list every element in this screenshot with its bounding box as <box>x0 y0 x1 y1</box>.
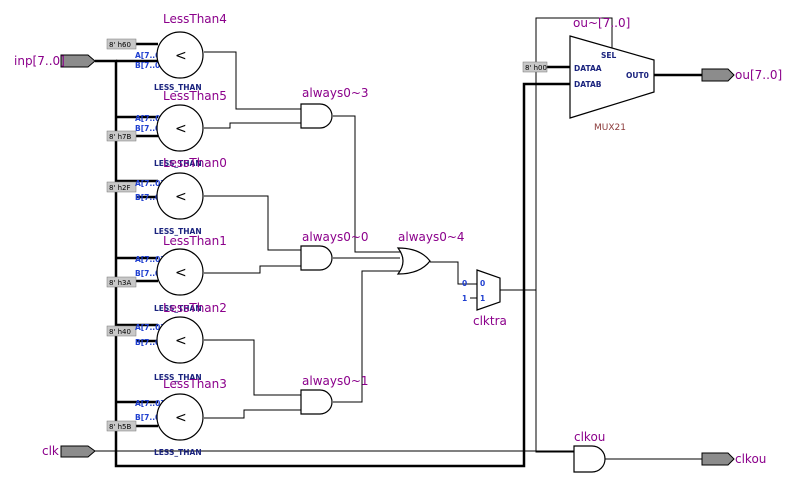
port-clkou[interactable]: clkou <box>701 452 766 466</box>
clktra-pin-0: 0 <box>480 279 485 288</box>
mux21-ou[interactable]: ou~[7..0] 8' h00 SEL DATAA DATAB OUT0 MU… <box>522 16 655 133</box>
less-than-symbol: < <box>175 410 187 426</box>
gate-label: always0~3 <box>302 86 369 100</box>
port-clk-label: clk <box>42 444 59 458</box>
less-than-symbol: < <box>175 189 187 205</box>
less-than-symbol: < <box>175 121 187 137</box>
input-bus <box>95 42 702 468</box>
gate-label: always0~0 <box>302 230 369 244</box>
less-than-symbol: < <box>175 48 187 64</box>
port-ou-label: ou[7..0] <box>735 68 782 82</box>
comparator-name: LessThan3 <box>163 377 227 391</box>
mux-datab-label: DATAB <box>574 80 602 89</box>
port-b-label: B[7..0] <box>135 413 164 422</box>
port-ou[interactable]: ou[7..0] <box>701 68 782 82</box>
port-clkou-label: clkou <box>735 452 766 466</box>
clktra-input-1: 1 <box>462 294 467 303</box>
less-than-symbol: < <box>175 333 187 349</box>
comparator-type: LESS_THAN <box>154 304 202 313</box>
wires <box>95 17 702 460</box>
constant-label: 8' h5B <box>109 423 131 431</box>
and-gate-clkou[interactable]: clkou <box>573 430 606 473</box>
constant-label: 8' h60 <box>109 41 131 49</box>
comparator-type: LESS_THAN <box>154 83 202 92</box>
constant-label: 8' h7B <box>109 133 131 141</box>
comparator-lessthan0[interactable]: LessThan0 8' h2F A[7..0] B[7..0] < LESS_… <box>106 156 227 236</box>
port-a-label: A[7..0] <box>135 399 164 408</box>
comparator-name: LessThan2 <box>163 301 227 315</box>
and-gate-always0-1[interactable]: always0~1 <box>300 374 369 415</box>
port-a-label: A[7..0] <box>135 51 164 60</box>
port-inp[interactable]: inp[7..0] <box>14 54 96 68</box>
mux-constant-label: 8' h00 <box>525 64 547 72</box>
comparator-name: LessThan1 <box>163 234 227 248</box>
and-gate-always0-3[interactable]: always0~3 <box>300 86 369 129</box>
port-a-label: A[7..0] <box>135 114 164 123</box>
comparator-type: LESS_THAN <box>154 448 202 457</box>
clktra-pin-1: 1 <box>480 294 485 303</box>
port-b-label: B[7..0] <box>135 338 164 347</box>
comparator-name: LessThan5 <box>163 89 227 103</box>
mux-clktra[interactable]: 0 1 0 1 clktra <box>462 269 507 328</box>
mux-dataa-label: DATAA <box>574 64 602 73</box>
comparator-lessthan3[interactable]: LessThan3 A[7..0] B[7..0] 8' h5B < LESS_… <box>106 377 227 457</box>
and-gate-always0-0[interactable]: always0~0 <box>300 230 369 271</box>
or-gate-always0-4[interactable]: always0~4 <box>396 230 465 275</box>
mux-title: ou~[7..0] <box>573 16 630 30</box>
constant-label: 8' h40 <box>109 328 131 336</box>
clktra-label: clktra <box>473 314 507 328</box>
mux-sel-label: SEL <box>601 51 617 60</box>
comparator-type: LESS_THAN <box>154 227 202 236</box>
mux-out-label: OUT0 <box>626 71 649 80</box>
comparator-type: LESS_THAN <box>154 159 202 168</box>
comparator-lessthan2[interactable]: LessThan2 8' h40 A[7..0] B[7..0] < LESS_… <box>106 301 227 382</box>
port-a-label: A[7..0] <box>135 323 164 332</box>
port-a-label: A[7..0] <box>135 255 164 264</box>
port-b-label: B[7..0] <box>135 269 164 278</box>
port-b-label: B[7..0] <box>135 124 164 133</box>
mux-type-label: MUX21 <box>594 123 626 133</box>
comparator-lessthan4[interactable]: LessThan4 8' h60 A[7..0] B[7..0] < LESS_… <box>106 12 227 92</box>
comparator-name: LessThan4 <box>163 12 227 26</box>
port-b-label: B[7..0] <box>135 61 164 70</box>
comparator-lessthan5[interactable]: LessThan5 A[7..0] B[7..0] 8' h7B < LESS_… <box>106 89 227 168</box>
port-a-label: A[7..0] <box>135 179 164 188</box>
port-inp-label: inp[7..0] <box>14 54 65 68</box>
gate-label: always0~1 <box>302 374 369 388</box>
comparator-name: LessThan0 <box>163 156 227 170</box>
port-clk[interactable]: clk <box>42 444 96 458</box>
constant-label: 8' h3A <box>109 279 131 287</box>
port-b-label: B[7..0] <box>135 193 164 202</box>
comparator-type: LESS_THAN <box>154 373 202 382</box>
comparator-lessthan1[interactable]: LessThan1 A[7..0] B[7..0] 8' h3A < LESS_… <box>106 234 227 313</box>
clktra-input-0: 0 <box>462 279 467 288</box>
constant-label: 8' h2F <box>109 184 131 192</box>
less-than-symbol: < <box>175 265 187 281</box>
gate-label: clkou <box>574 430 605 444</box>
gate-label: always0~4 <box>398 230 465 244</box>
